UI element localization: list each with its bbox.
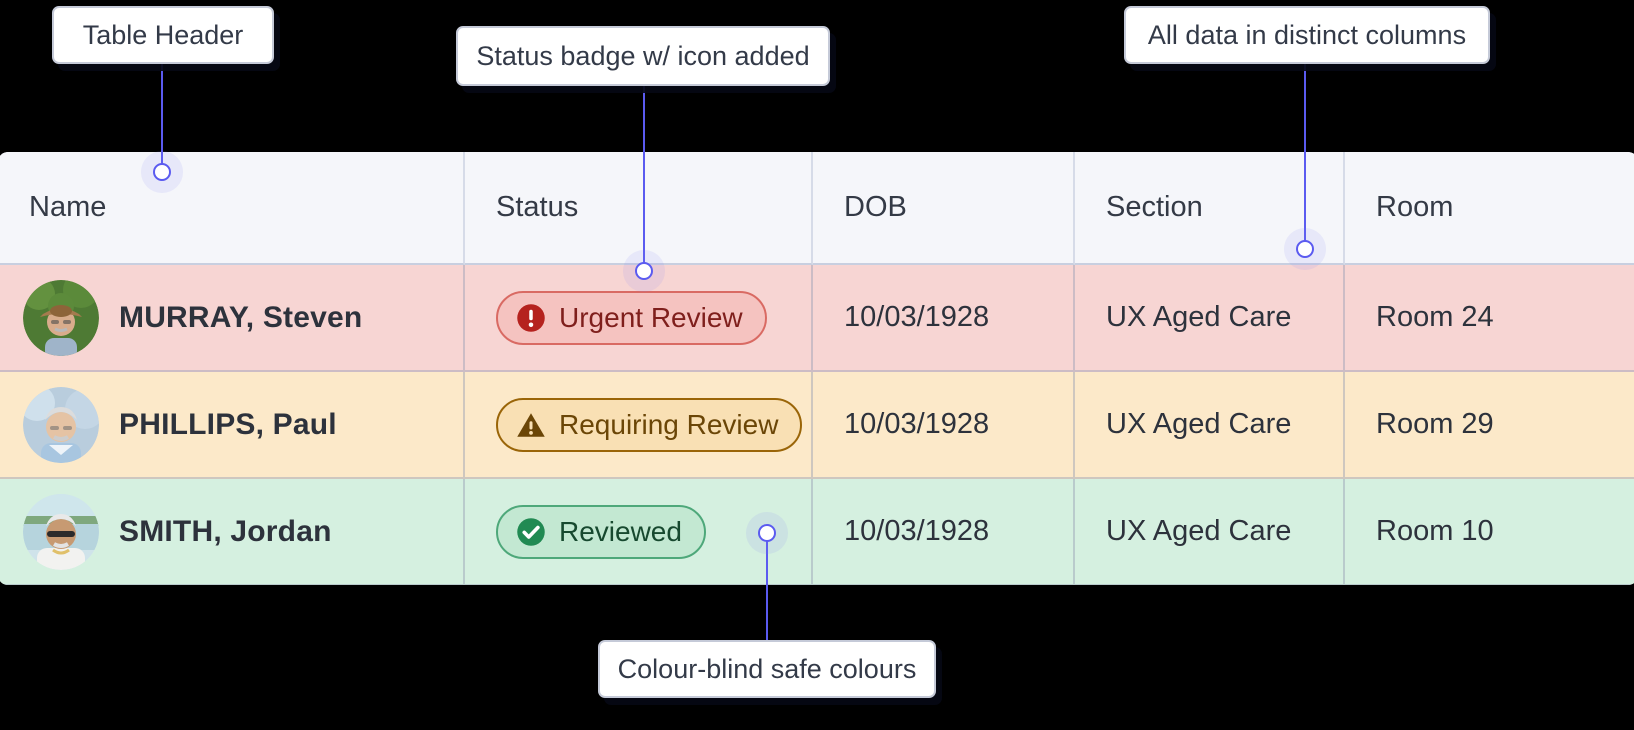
dob-cell: 10/03/1928: [813, 265, 1075, 372]
annotation-text: All data in distinct columns: [1147, 19, 1467, 50]
room-cell: Room 29: [1345, 372, 1634, 479]
column-header-room[interactable]: Room: [1345, 152, 1634, 265]
column-header-name[interactable]: Name: [0, 152, 465, 265]
status-label: Urgent Review: [559, 301, 743, 333]
annotation-connector-line: [766, 540, 768, 646]
status-label: Requiring Review: [559, 408, 779, 440]
table-grid: Name Status DOB Section Room: [0, 152, 1634, 585]
room-cell: Room 10: [1345, 479, 1634, 585]
warning-triangle-icon: [517, 412, 545, 437]
table-row[interactable]: MURRAY, Steven: [0, 265, 465, 372]
patient-name: SMITH, Jordan: [119, 514, 332, 548]
column-header-dob[interactable]: DOB: [813, 152, 1075, 265]
annotation-text: Colour-blind safe colours: [617, 653, 917, 684]
annotation-connector-line: [1304, 64, 1306, 254]
section-cell: UX Aged Care: [1075, 479, 1345, 585]
patient-name: PHILLIPS, Paul: [119, 407, 337, 441]
table-row[interactable]: SMITH, Jordan: [0, 479, 465, 585]
patient-table: Name Status DOB Section Room: [0, 152, 1634, 585]
dob-cell: 10/03/1928: [813, 372, 1075, 479]
status-cell[interactable]: Reviewed: [465, 479, 813, 585]
avatar: [23, 386, 99, 463]
annotation-status-badge: Status badge w/ icon added: [456, 26, 830, 86]
annotation-text: Status badge w/ icon added: [476, 40, 810, 71]
annotation-distinct-columns: All data in distinct columns: [1124, 6, 1490, 64]
status-cell[interactable]: Urgent Review: [465, 265, 813, 372]
annotation-anchor-dot: [153, 163, 171, 181]
status-badge-urgent[interactable]: Urgent Review: [496, 290, 767, 345]
avatar: [23, 279, 99, 356]
patient-name: MURRAY, Steven: [119, 300, 363, 334]
annotation-anchor-dot: [1296, 240, 1314, 258]
annotation-connector-line: [161, 64, 163, 174]
annotation-anchor-dot: [758, 524, 776, 542]
status-label: Reviewed: [559, 515, 682, 547]
dob-cell: 10/03/1928: [813, 479, 1075, 585]
status-cell[interactable]: Requiring Review: [465, 372, 813, 479]
status-badge-reviewed[interactable]: Reviewed: [496, 504, 706, 559]
column-header-section[interactable]: Section: [1075, 152, 1345, 265]
status-badge-warning[interactable]: Requiring Review: [496, 397, 803, 452]
annotation-colour-blind: Colour-blind safe colours: [598, 640, 936, 698]
column-header-status[interactable]: Status: [465, 152, 813, 265]
avatar: [23, 493, 99, 570]
annotation-text: Table Header: [82, 19, 244, 50]
section-cell: UX Aged Care: [1075, 265, 1345, 372]
section-cell: UX Aged Care: [1075, 372, 1345, 479]
exclamation-circle-icon: [517, 303, 545, 332]
check-circle-icon: [517, 517, 545, 546]
annotation-connector-line: [643, 86, 645, 274]
room-cell: Room 24: [1345, 265, 1634, 372]
annotation-anchor-dot: [635, 262, 653, 280]
annotation-table-header: Table Header: [52, 6, 274, 64]
table-row[interactable]: PHILLIPS, Paul: [0, 372, 465, 479]
